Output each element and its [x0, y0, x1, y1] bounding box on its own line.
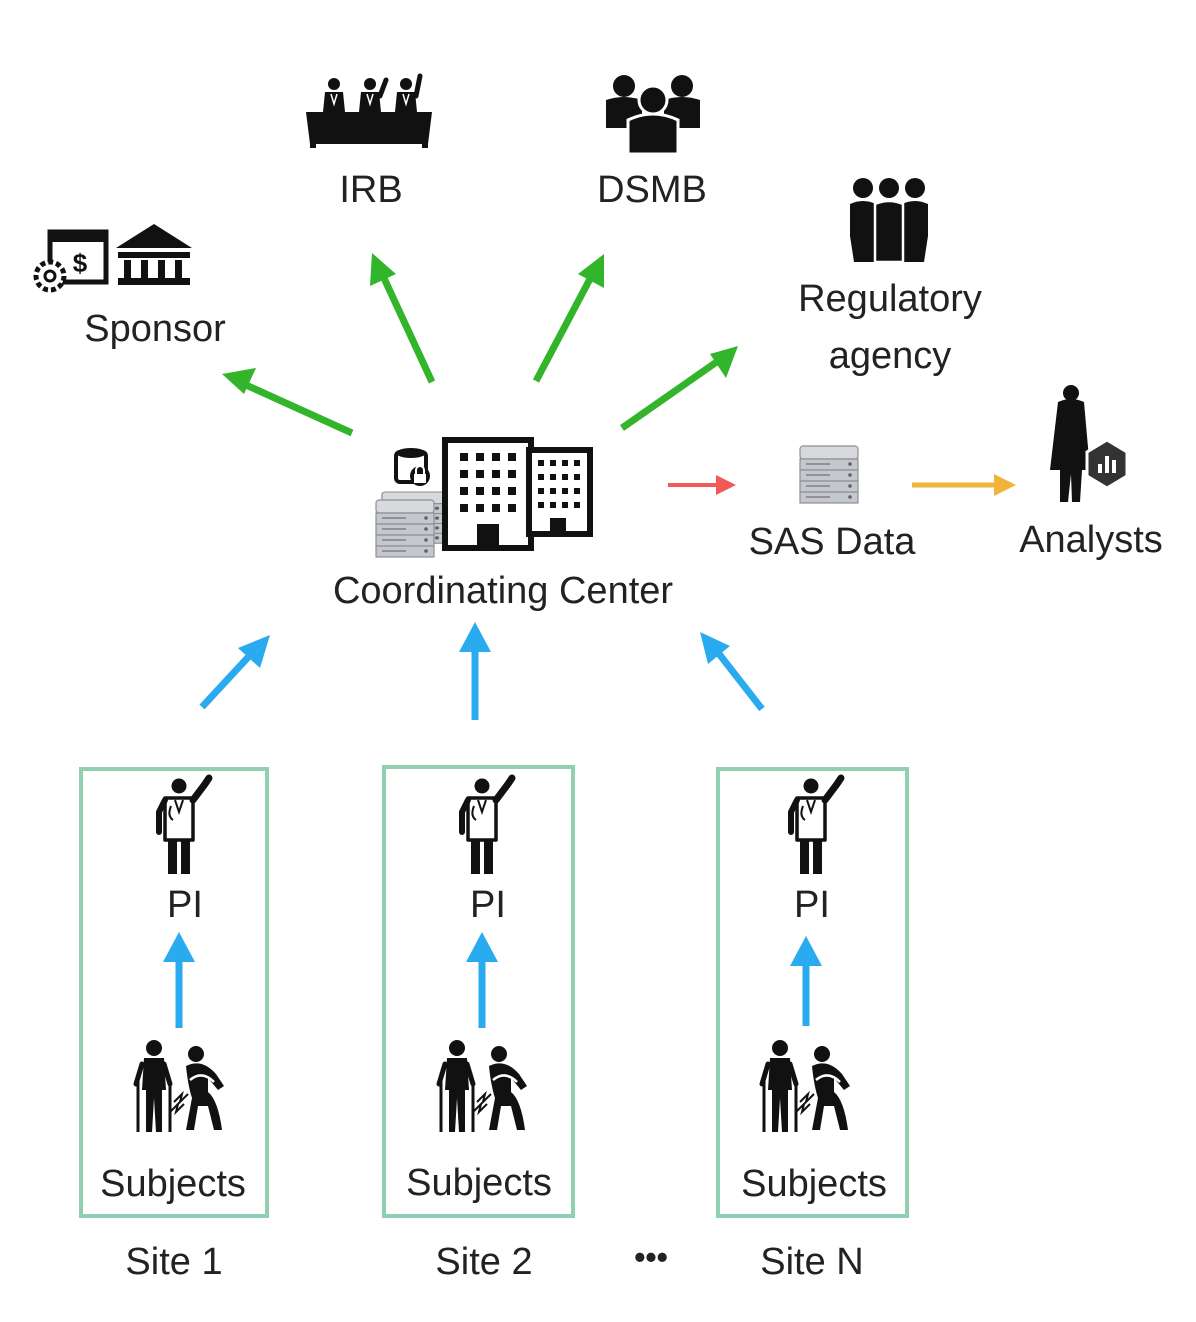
- site-box: PI Subjects: [716, 767, 909, 1218]
- pi-label: PI: [167, 884, 203, 926]
- svg-text:$: $: [73, 248, 88, 278]
- doctor-icon: [462, 778, 512, 874]
- more-sites-ellipsis: •••: [634, 1239, 668, 1275]
- arrow-subjects-to-pi: [790, 936, 822, 1026]
- doctor-icon: [791, 778, 841, 874]
- sponsor-label: Sponsor: [84, 308, 226, 350]
- server-icon: [799, 445, 859, 504]
- site-label: Site 2: [435, 1241, 532, 1283]
- arrow-subjects-to-pi: [163, 932, 195, 1028]
- subjects-label: Subjects: [406, 1162, 552, 1204]
- server-icon: [375, 491, 447, 558]
- site-label: Site N: [760, 1241, 863, 1283]
- analyst-chart-icon: [1050, 385, 1129, 502]
- people-group-icon: [850, 178, 928, 264]
- pi-label: PI: [794, 884, 830, 926]
- regulatory-label-line1: Regulatory: [798, 278, 982, 320]
- billing-gear-icon: $: [33, 229, 109, 293]
- arrow-to-analysts: [912, 474, 1016, 496]
- arrow-siten-to-cc: [700, 632, 765, 712]
- arrow-site1-to-cc: [199, 635, 270, 710]
- arrow-site2-to-cc: [459, 622, 491, 720]
- patients-icon: [762, 1040, 850, 1132]
- arrow-to-sponsor: [222, 368, 354, 437]
- group-icon: [606, 75, 700, 156]
- patients-icon: [136, 1040, 224, 1132]
- bank-icon: [116, 224, 192, 285]
- arrow-to-irb: [370, 253, 436, 384]
- patients-icon: [439, 1040, 527, 1132]
- doctor-icon: [159, 778, 209, 874]
- arrow-subjects-to-pi: [466, 932, 498, 1028]
- sas-data-label: SAS Data: [749, 521, 917, 563]
- coordinating-center-label: Coordinating Center: [333, 570, 673, 612]
- pi-label: PI: [470, 884, 506, 926]
- site-box: PI Subjects: [79, 767, 269, 1218]
- subjects-label: Subjects: [741, 1163, 887, 1205]
- arrow-to-regulatory: [619, 346, 738, 431]
- dsmb-label: DSMB: [597, 169, 707, 211]
- regulatory-label-line2: agency: [829, 335, 952, 377]
- irb-label: IRB: [339, 169, 402, 211]
- subjects-label: Subjects: [100, 1163, 246, 1205]
- arrow-to-sas-data: [668, 475, 736, 495]
- office-buildings-icon: [442, 437, 593, 551]
- arrow-to-dsmb: [532, 254, 604, 383]
- site-label: Site 1: [125, 1241, 222, 1283]
- site-box: PI Subjects: [382, 765, 575, 1218]
- analysts-label: Analysts: [1019, 519, 1163, 561]
- database-lock-icon: [394, 448, 430, 486]
- board-meeting-icon: [306, 73, 432, 148]
